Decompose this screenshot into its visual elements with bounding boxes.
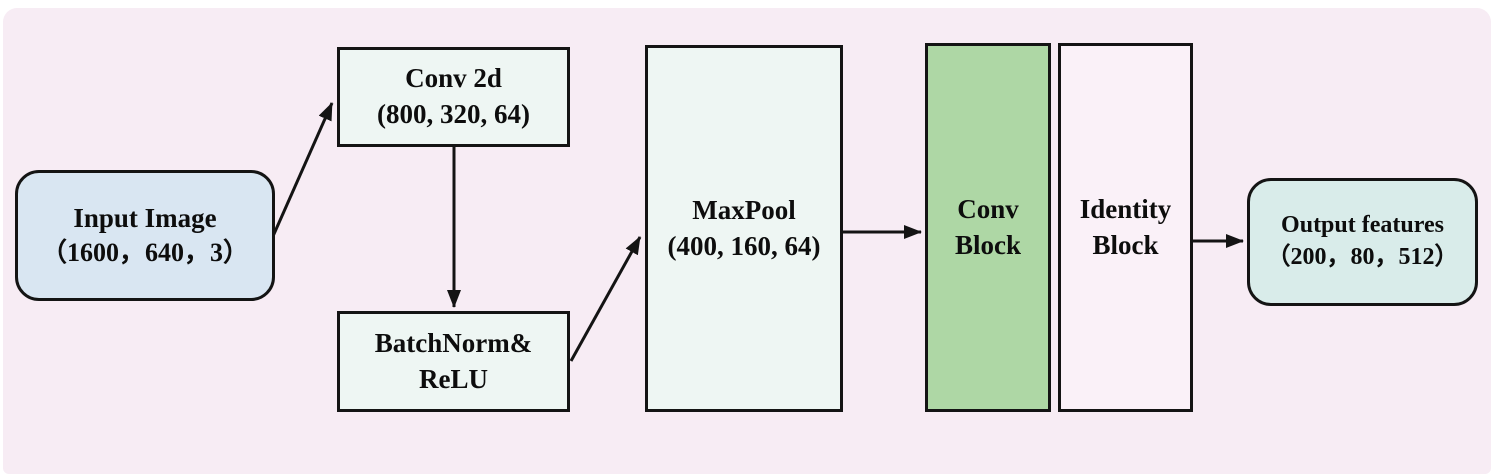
node-conv2d: Conv 2d (800, 320, 64): [337, 47, 570, 147]
node-conv2d-shape: (800, 320, 64): [377, 99, 530, 129]
node-conv-block: Conv Block: [925, 43, 1051, 412]
node-batchnorm-relu-line1: BatchNorm&: [374, 327, 533, 358]
node-batchnorm-relu-line2: ReLU: [419, 363, 488, 394]
node-maxpool: MaxPool (400, 160, 64): [645, 45, 843, 412]
node-conv-block-line2: Block: [954, 229, 1021, 260]
node-output-features-title: Output features: [1281, 212, 1444, 239]
node-output-features-shape: （200，80，512）: [1266, 244, 1459, 270]
node-output-features: Output features （200，80，512）: [1247, 178, 1478, 306]
node-conv-block-line1: Conv: [957, 193, 1019, 224]
node-batchnorm-relu: BatchNorm& ReLU: [337, 311, 570, 412]
node-maxpool-shape: (400, 160, 64): [667, 230, 821, 261]
node-conv2d-title: Conv 2d: [405, 63, 502, 94]
node-maxpool-title: MaxPool: [692, 194, 796, 225]
node-input-image: Input Image （1600，640，3）: [15, 170, 275, 301]
node-input-image-shape: （1600，640，3）: [40, 238, 249, 268]
node-input-image-title: Input Image: [73, 202, 217, 233]
node-identity-block-line1: Identity: [1079, 193, 1172, 224]
node-identity-block: Identity Block: [1058, 43, 1193, 412]
node-identity-block-line2: Block: [1092, 229, 1159, 260]
